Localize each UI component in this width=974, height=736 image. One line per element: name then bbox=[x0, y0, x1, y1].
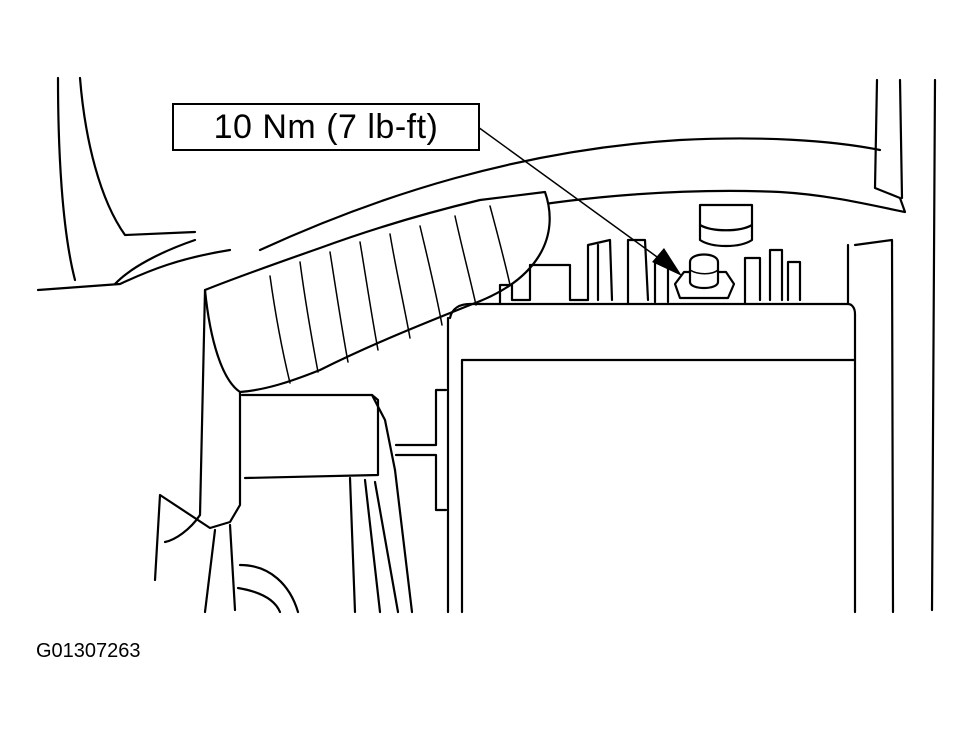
upper-left-panel bbox=[36, 76, 232, 292]
torque-specification-label: 10 Nm (7 lb-ft) bbox=[213, 107, 439, 146]
upper-right-body bbox=[258, 78, 937, 612]
central-housing bbox=[394, 238, 895, 614]
torque-callout-box: 10 Nm (7 lb-ft) bbox=[172, 103, 480, 151]
sensor-bolt bbox=[673, 253, 736, 300]
wiring-harness bbox=[203, 190, 551, 394]
leader-arrow bbox=[477, 126, 682, 276]
arrowhead-icon bbox=[652, 248, 682, 276]
figure-id-label: G01307263 bbox=[36, 640, 141, 662]
left-bracket bbox=[153, 288, 414, 614]
top-connectors bbox=[498, 203, 802, 306]
